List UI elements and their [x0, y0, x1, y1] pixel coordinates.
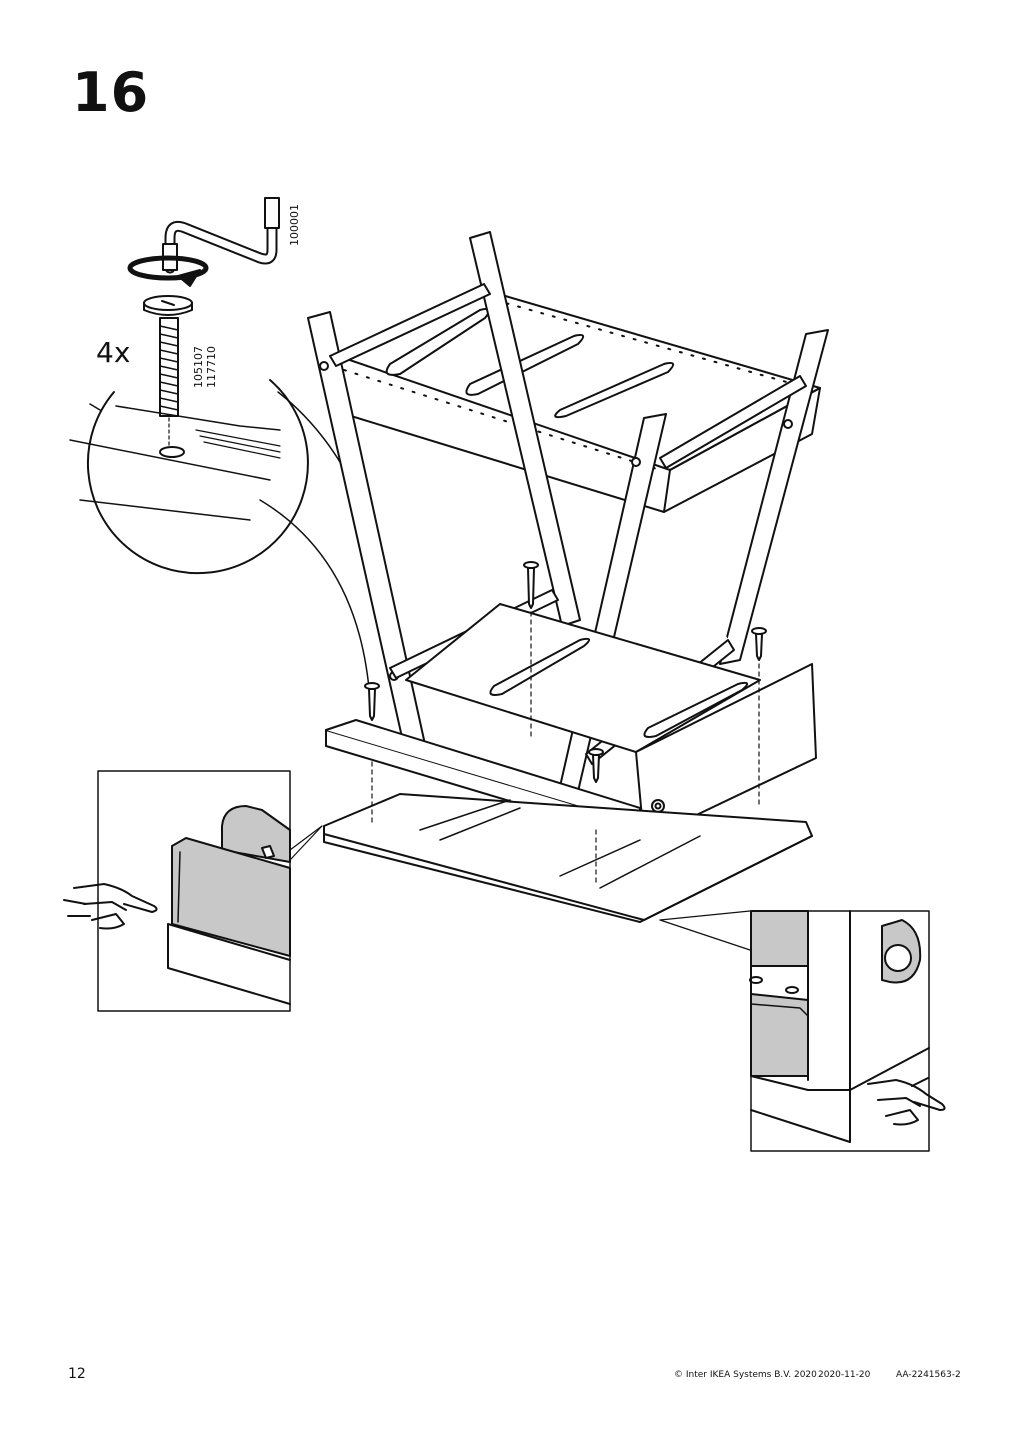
pointing-hand-icon [63, 883, 158, 930]
document-code: AA-2241563-2 [896, 1370, 961, 1380]
screw-part-number-2: 117710 [205, 346, 218, 388]
screws [364, 561, 767, 887]
lower-tray [405, 603, 817, 841]
page-number: 12 [68, 1366, 86, 1382]
detail-box-right [659, 910, 930, 1152]
copyright: © Inter IKEA Systems B.V. 2020 [674, 1370, 817, 1380]
upper-tray [337, 287, 821, 513]
base-frame [323, 719, 813, 923]
screw-quantity: 4x [96, 336, 130, 369]
bolt-icon [143, 295, 193, 417]
detail-box-left [97, 770, 323, 1012]
pointing-hand-icon-right [867, 1077, 946, 1126]
step-number: 16 [72, 61, 150, 124]
rotation-arrow-icon [127, 255, 209, 287]
tool-part-number: 100001 [288, 204, 301, 246]
document-date: 2020-11-20 [818, 1370, 871, 1380]
screw-part-number-1: 105107 [192, 346, 205, 388]
